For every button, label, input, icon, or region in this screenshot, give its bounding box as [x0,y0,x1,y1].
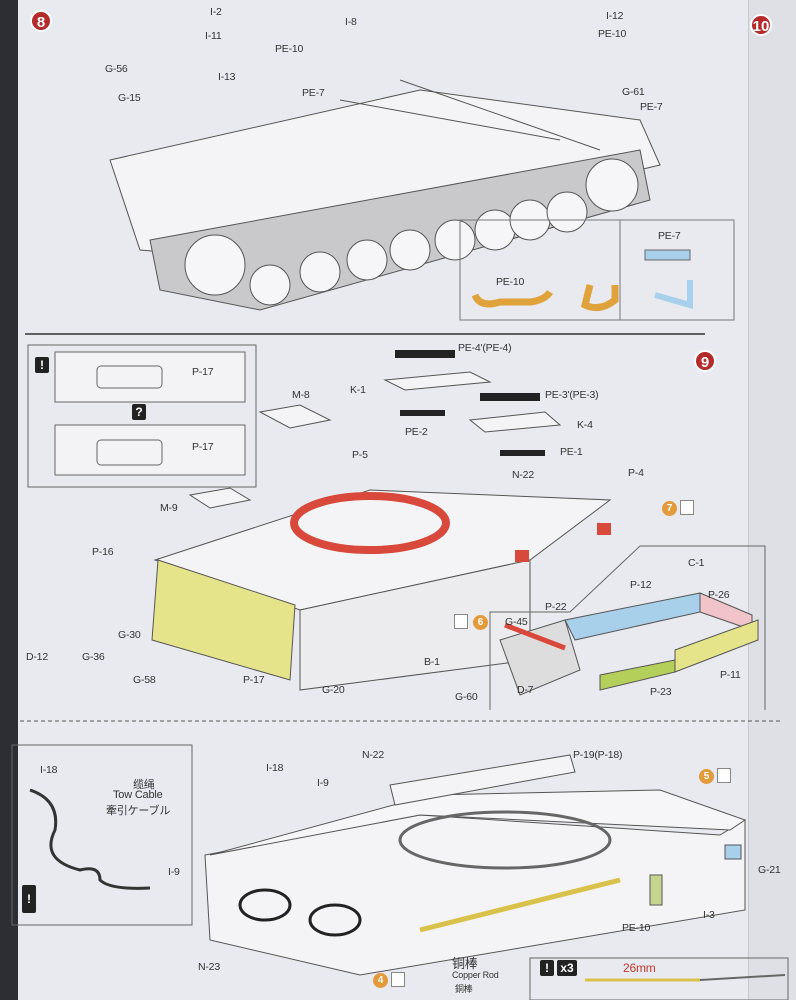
inset-label: I-9 [168,866,180,878]
part-label: I-2 [210,6,222,18]
part-label: I-11 [205,30,222,42]
warning-icon: ! [35,357,49,373]
part-label: G-30 [118,629,141,641]
part-label: P-17 [243,674,265,686]
p11-yellow-panel [674,619,759,673]
step-8-badge: 8 [30,10,52,32]
red-part-7 [597,523,611,535]
part-label: PE-10 [622,922,651,934]
pe7-bent-part [654,280,693,309]
part-label: K-4 [577,419,593,431]
decal-icon [717,768,731,783]
part-label: B-1 [424,656,440,668]
part-label: PE-7 [640,101,663,113]
sub-step-6: 6 [473,615,488,630]
tow-cable-label-en: Tow Cable [113,789,163,801]
part-label: I-3 [703,909,715,921]
part-label: PE-10 [598,28,627,40]
inset-label: P-17 [192,441,214,453]
step9-inset [489,545,766,710]
inset-label: P-26 [708,589,730,601]
part-label: PE-1 [560,446,583,458]
part-label: G-21 [758,864,781,876]
part-label: P-5 [352,449,368,461]
part-label: G-56 [105,63,128,75]
p12-blue-panel [564,592,701,641]
tow-cable-label-cn: 缆绳 [133,779,155,791]
decal-icon [454,614,468,629]
inset-label: PE-7 [658,230,681,242]
part-label: M-9 [160,502,178,514]
inset-label: D-7 [517,684,534,696]
part-label: PE-3'(PE-3) [545,389,599,401]
inset-label: G-45 [505,616,528,628]
inset-label: P-23 [650,686,672,698]
pe7-flat-part [644,249,691,261]
next-page-edge [748,0,796,1000]
copper-rod [419,877,621,933]
part-label: G-61 [622,86,645,98]
inset-label: P-11 [720,669,741,681]
part-label: G-15 [118,92,141,104]
p19-tool-box [389,754,576,806]
warning-icon: ! [22,885,36,913]
part-label: G-60 [455,691,478,703]
sub-step-7: 7 [662,501,677,516]
part-label: P-19(P-18) [573,749,623,761]
copper-rod-label-jp: 銅棒 [455,984,473,994]
part-label: N-22 [362,749,384,761]
tow-cable-label-jp: 牽引ケーブル [106,805,171,817]
part-label: G-58 [133,674,156,686]
part-label: K-1 [350,384,366,396]
rod-length-label: 26mm [623,961,656,975]
part-label: I-13 [218,71,236,83]
bottom-hull [204,789,747,976]
pe10-bent-part [580,284,619,312]
inset-label: P-22 [545,601,567,613]
part-label: PE-10 [275,43,304,55]
p5-turret-ring [290,492,450,554]
part-label: PE-4'(PE-4) [458,342,512,354]
inset-label: I-18 [40,764,58,776]
tow-cable-inset [11,744,193,926]
question-icon: ? [132,404,146,420]
p17-yellow-plate [151,559,296,681]
part-label: M-8 [292,389,310,401]
part-label: I-8 [345,16,357,28]
part-label: N-22 [512,469,534,481]
part-label: N-23 [198,961,220,973]
part-label: D-12 [26,651,48,663]
quantity-badge: x3 [557,960,577,976]
inset-label: P-12 [630,579,652,591]
part-label: P-4 [628,467,644,479]
step8-tank-drawing [109,79,661,311]
part-label: I-12 [606,10,624,22]
part-label: I-9 [317,777,329,789]
part-label: P-16 [92,546,114,558]
inset-label: PE-10 [496,276,525,288]
pe10-flat-part [471,289,553,308]
part-label: G-36 [82,651,105,663]
decal-icon [680,500,694,515]
step-10-badge: 10 [750,14,772,36]
copper-rod-label-en: Copper Rod [452,970,499,980]
inset-label: P-17 [192,366,214,378]
p23-green-panel [599,659,676,691]
part-label: PE-2 [405,426,428,438]
copper-rod-label-cn: 铜棒 [452,956,478,971]
step-9-badge: 9 [694,350,716,372]
sub-step-4: 4 [373,973,388,988]
sub-step-5: 5 [699,769,714,784]
step8-inset-box [459,219,735,321]
part-label: PE-7 [302,87,325,99]
part-label: I-18 [266,762,284,774]
warning-icon: ! [540,960,554,976]
red-part-6 [515,550,529,562]
inset-label: C-1 [688,557,705,569]
decal-icon [391,972,405,987]
part-label: G-20 [322,684,345,696]
